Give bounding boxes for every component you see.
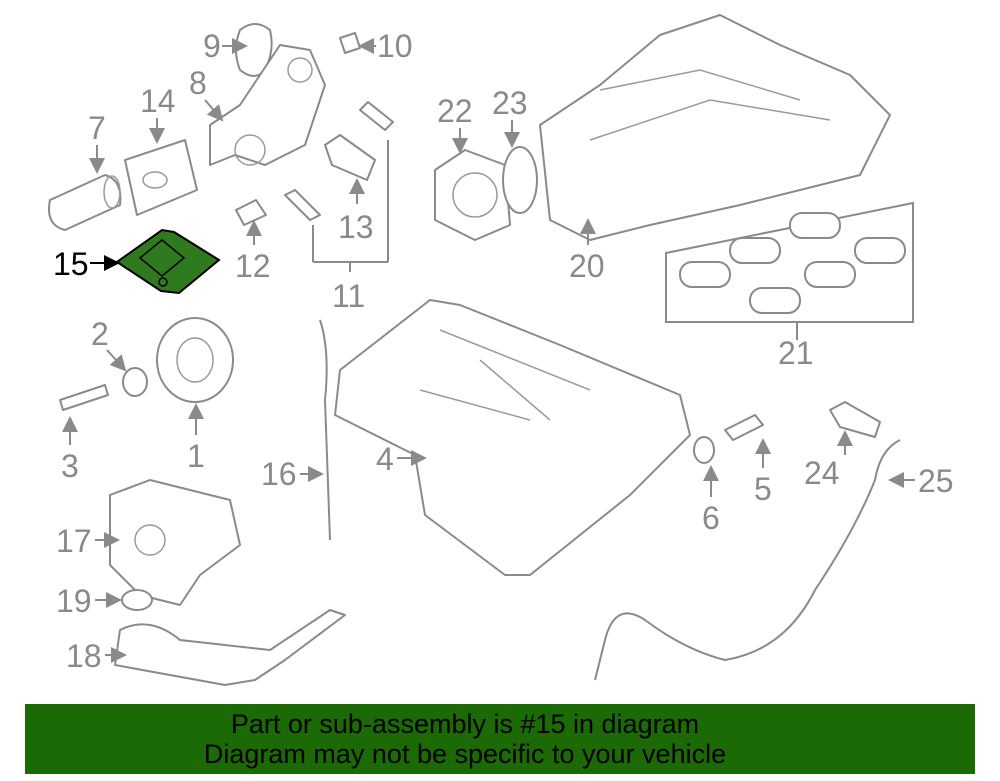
callout-23: 23 [492, 85, 528, 121]
part-5-drain-plug[interactable] [724, 414, 764, 441]
callout-12: 12 [235, 248, 271, 284]
callout-1: 1 [187, 438, 205, 474]
callout-16: 16 [261, 456, 297, 492]
callout-11: 11 [332, 278, 365, 314]
callout-15: 15 [53, 246, 89, 282]
callout-22: 22 [437, 93, 473, 129]
callout-14: 14 [140, 83, 176, 119]
callout-2: 2 [91, 316, 109, 352]
part-23-o-ring[interactable] [502, 146, 538, 214]
callout-20: 20 [569, 248, 605, 284]
callout-13: 13 [338, 209, 374, 245]
part-3-bolt[interactable] [59, 384, 109, 411]
part-21-gasket-set[interactable] [665, 201, 914, 340]
part-6-washer[interactable] [693, 436, 715, 464]
callout-19: 19 [56, 583, 92, 619]
part-24-sensor[interactable] [829, 401, 881, 438]
part-16-dipstick[interactable] [319, 319, 331, 541]
part-1-crank-pulley[interactable] [156, 317, 234, 403]
part-15-highlighted[interactable] [115, 228, 221, 295]
part-18-pickup-tube[interactable] [114, 609, 346, 686]
part-7-oil-filter[interactable] [48, 174, 122, 231]
part-20-intake-manifold[interactable] [539, 14, 891, 241]
callout-18: 18 [66, 638, 102, 674]
part-19-o-ring[interactable] [121, 589, 153, 611]
part-22-throttle-body[interactable] [434, 149, 511, 241]
banner-line-1: Part or sub-assembly is #15 in diagram [230, 709, 700, 739]
callout-7: 7 [88, 110, 106, 146]
part-4-oil-pan[interactable] [334, 299, 691, 576]
part-14-oil-cooler[interactable] [124, 139, 198, 216]
callout-17: 17 [56, 523, 92, 559]
callout-5: 5 [754, 471, 772, 507]
banner-line-2: Diagram may not be specific to your vehi… [203, 739, 727, 769]
part-12-seal[interactable] [235, 199, 267, 226]
part-17-oil-pump[interactable] [109, 479, 241, 606]
callout-8: 8 [189, 65, 207, 101]
info-banner: Part or sub-assembly is #15 in diagram D… [25, 704, 975, 774]
callout-24: 24 [804, 455, 840, 491]
callout-9: 9 [203, 28, 221, 64]
part-13-sensor[interactable] [324, 134, 376, 181]
part-10-clip[interactable] [339, 32, 361, 54]
callout-21: 21 [778, 335, 814, 371]
part-8-filter-housing[interactable] [209, 44, 326, 166]
callout-4: 4 [376, 441, 394, 477]
callout-10: 10 [377, 28, 413, 64]
callout-25: 25 [918, 463, 954, 499]
part-25-harness[interactable] [594, 439, 901, 681]
callout-3: 3 [61, 448, 79, 484]
part-2-washer[interactable] [122, 367, 148, 397]
part-11-bolts[interactable] [284, 101, 394, 272]
callout-6: 6 [702, 500, 720, 536]
